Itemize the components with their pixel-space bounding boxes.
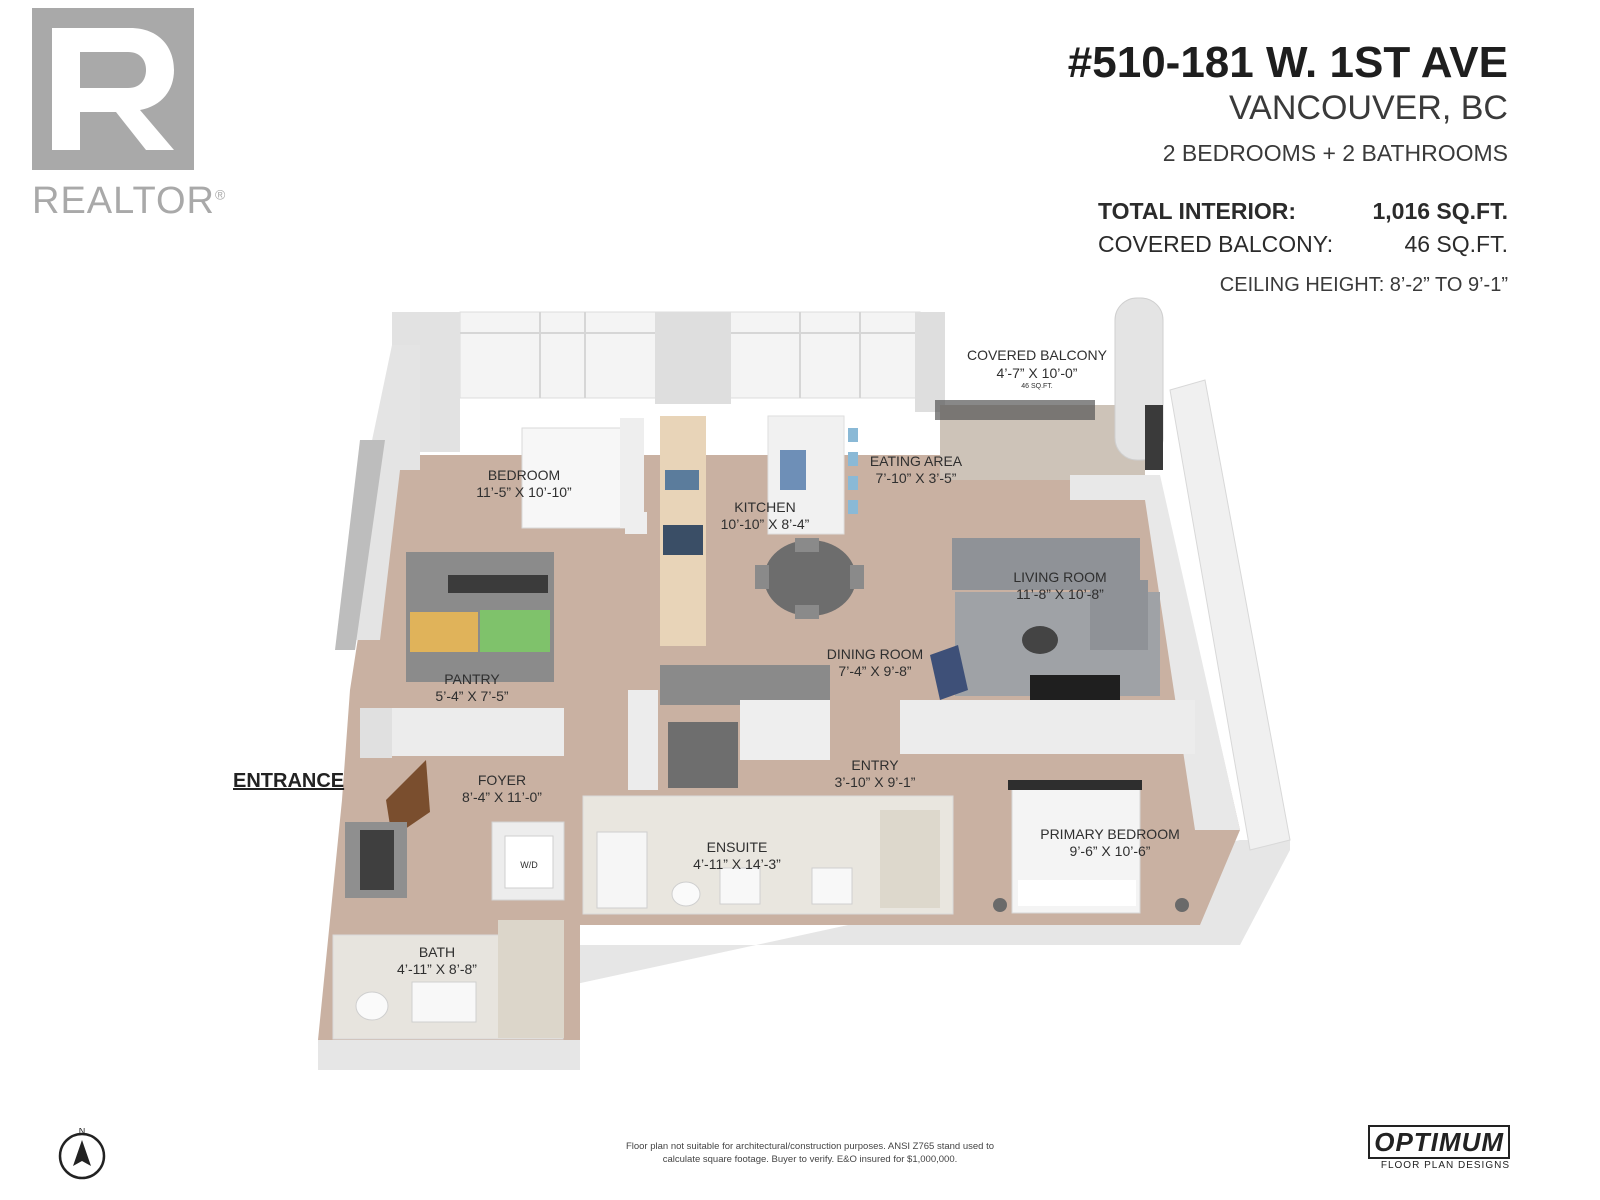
living-name: LIVING ROOM <box>1013 569 1106 585</box>
wall-left <box>350 345 420 640</box>
eating-name: EATING AREA <box>870 453 963 469</box>
optimum-wordmark: OPTIMUM <box>1368 1125 1510 1159</box>
ensuite-dim: 4’-11” X 14’-3” <box>693 856 781 872</box>
optimum-tagline: FLOOR PLAN DESIGNS <box>1380 1160 1510 1171</box>
optimum-logo: OPTIMUM FLOOR PLAN DESIGNS <box>1368 1125 1510 1171</box>
total-interior-label: TOTAL INTERIOR: <box>1098 198 1297 224</box>
listing-header: #510-181 W. 1ST AVE VANCOUVER, BC 2 BEDR… <box>1068 38 1508 167</box>
area-stats: TOTAL INTERIOR: 1,016 SQ.FT. COVERED BAL… <box>1098 198 1508 264</box>
beds-baths: 2 BEDROOMS + 2 BATHROOMS <box>1162 140 1508 166</box>
realtor-logo: REALTOR® <box>32 8 242 222</box>
wall-pantry-bottom <box>392 708 564 756</box>
disclaimer-line-1: Floor plan not suitable for architectura… <box>625 1141 995 1152</box>
closet-entry <box>660 665 830 705</box>
bath-name: BATH <box>419 944 455 960</box>
balcony-area: 46 SQ.FT. <box>1021 383 1053 390</box>
entrance-door <box>386 760 430 838</box>
north-arrow-icon: N <box>56 1126 108 1180</box>
foyer-name: FOYER <box>478 772 526 788</box>
dining-name: DINING ROOM <box>827 646 923 662</box>
living-sofa <box>952 538 1148 650</box>
kitchen-name: KITCHEN <box>734 499 795 515</box>
pantry-name: PANTRY <box>444 671 500 687</box>
dining-table <box>764 540 856 616</box>
wall-right <box>1169 379 1291 851</box>
ensuite-tub <box>596 831 648 909</box>
dining-dim: 7’-4” X 9’-8” <box>838 663 911 679</box>
listing-city: VANCOUVER, BC <box>1229 89 1508 127</box>
wd-label: W/D <box>520 860 538 870</box>
entrance-label: ENTRANCE <box>233 770 345 792</box>
total-interior-row: TOTAL INTERIOR: 1,016 SQ.FT. <box>1098 198 1508 231</box>
kitchen-dim: 10’-10” X 8’-4” <box>721 516 810 532</box>
covered-balcony-label: COVERED BALCONY: <box>1098 231 1334 257</box>
entry-name: ENTRY <box>851 757 899 773</box>
wall-column-right <box>915 312 945 412</box>
disclaimer: Floor plan not suitable for architectura… <box>600 1140 1020 1166</box>
ensuite-name: ENSUITE <box>707 839 768 855</box>
bedroom-dim: 11’-5” X 10’-10” <box>476 484 572 500</box>
foyer-dim: 8’-4” X 11’-0” <box>462 789 542 805</box>
covered-balcony-value: 46 SQ.FT. <box>1404 231 1508 257</box>
listing-address: #510-181 W. 1ST AVE <box>1067 38 1508 87</box>
pantry-dim: 5’-4” X 7’-5” <box>435 688 508 704</box>
balcony-name: COVERED BALCONY <box>967 347 1108 363</box>
covered-balcony-row: COVERED BALCONY: 46 SQ.FT. <box>1098 231 1508 264</box>
eating-dim: 7’-10” X 3’-5” <box>876 470 957 486</box>
bath-dim: 4’-11” X 8’-8” <box>397 961 477 977</box>
realtor-wordmark: REALTOR® <box>32 180 227 222</box>
living-dim: 11’-8” X 10’-8” <box>1016 586 1104 602</box>
total-interior-value: 1,016 SQ.FT. <box>1372 198 1508 224</box>
primary-name: PRIMARY BEDROOM <box>1040 826 1180 842</box>
wall-living-bottom <box>900 700 1195 754</box>
disclaimer-line-2: calculate square footage. Buyer to verif… <box>662 1154 958 1165</box>
balcony-dim: 4’-7” X 10’-0” <box>997 365 1078 381</box>
entry-dim: 3’-10” X 9’-1” <box>835 774 916 790</box>
north-label: N <box>79 1128 86 1136</box>
ceiling-height: CEILING HEIGHT: 8’-2” TO 9’-1” <box>1219 274 1508 296</box>
wall-column-mid <box>655 312 731 404</box>
primary-dim: 9’-6” X 10’-6” <box>1070 843 1151 859</box>
balcony-railing <box>935 400 1095 420</box>
realtor-r-mark <box>32 8 194 170</box>
bedroom-name: BEDROOM <box>488 467 560 483</box>
